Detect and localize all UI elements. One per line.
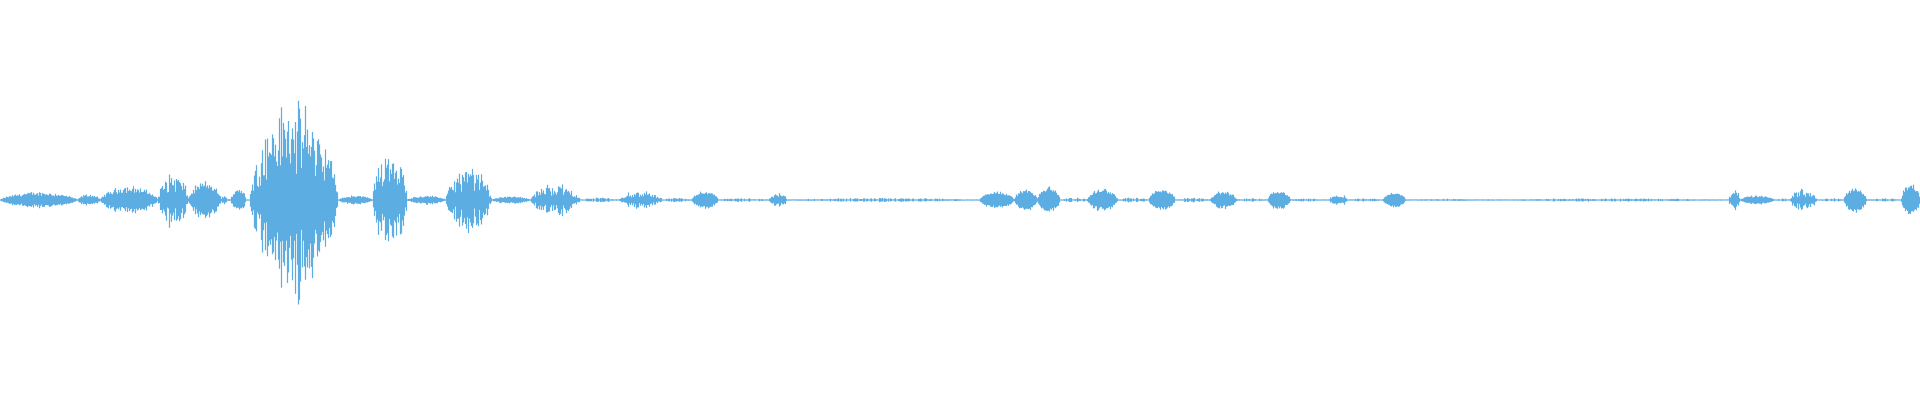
- waveform-channel: [0, 100, 1920, 305]
